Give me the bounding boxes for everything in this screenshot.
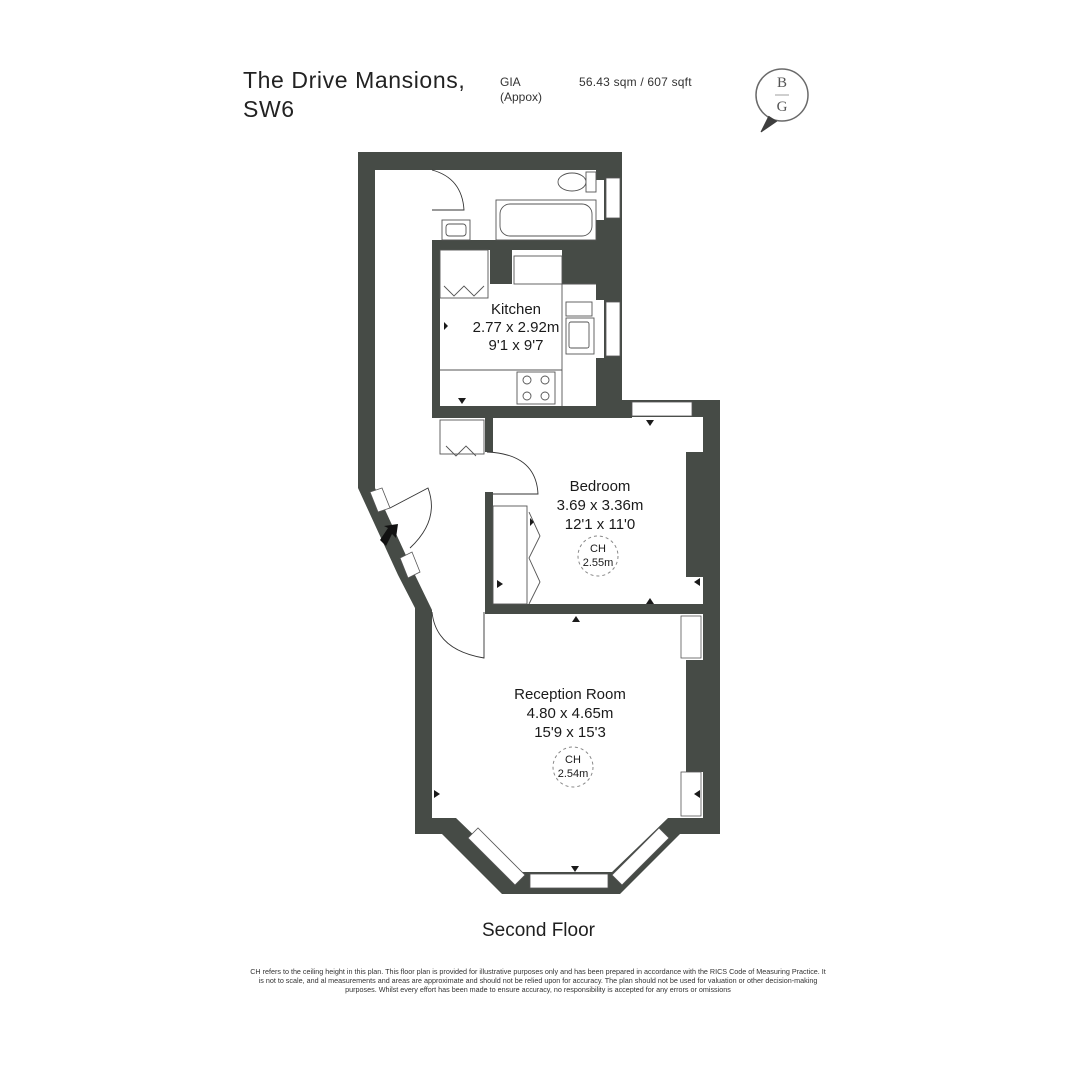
property-title-line2: SW6 [243, 96, 295, 122]
property-title: The Drive Mansions, SW6 [243, 66, 465, 124]
bedroom-bottom-wall [485, 604, 703, 614]
logo-letter-bottom: G [777, 99, 788, 115]
kitchen-cupboard [439, 249, 489, 299]
reception-bay-window-centre [529, 873, 609, 889]
doors [389, 169, 539, 659]
gia-label-line1: GIA [500, 75, 521, 89]
toilet-icon [557, 172, 587, 192]
hall-reception-wall [432, 604, 485, 614]
kitchen-metric: 2.77 x 2.92m [473, 319, 560, 336]
hall-cupboard [439, 419, 485, 455]
reception-window-bottom [680, 771, 702, 817]
bedroom-wardrobe [492, 505, 528, 605]
bedroom-metric: 3.69 x 3.36m [557, 497, 644, 514]
bathroom-fixtures [441, 171, 597, 241]
entrance-window-lower [399, 551, 421, 579]
kitchen-right-wall-lower [596, 358, 622, 406]
storage-fixtures [439, 419, 541, 605]
kitchen-imperial: 9'1 x 9'7 [489, 337, 544, 354]
hob-icon [516, 371, 556, 405]
floor-label: Second Floor [481, 920, 595, 941]
reception-window-top [680, 615, 702, 659]
reception-chimney [686, 660, 703, 772]
property-title-line1: The Drive Mansions, [243, 67, 466, 93]
kitchen-name: Kitchen [491, 301, 541, 318]
bedroom-window [631, 401, 693, 417]
reception-ch-value: 2.54m [558, 768, 589, 780]
kitchen-bottom-wall [432, 406, 632, 418]
bedroom-name: Bedroom [570, 478, 631, 495]
reception-bay-window-left [467, 827, 526, 886]
bedroom-left-wall-lower [485, 492, 493, 610]
bathroom-right-block [596, 170, 622, 180]
kitchen-window [605, 301, 621, 357]
reception-name: Reception Room [514, 686, 626, 703]
bedroom-chimney [686, 452, 703, 577]
kitchen-left-wall [432, 248, 440, 406]
reception-ch-label: CH [565, 754, 581, 766]
gia-label: GIA (Appox) [500, 75, 542, 105]
speech-bubble-logo-icon: B G [755, 68, 809, 133]
reception-ch-circle [552, 746, 594, 788]
reception-imperial: 15'9 x 15'3 [534, 724, 606, 741]
reception-bay-window-right [611, 827, 670, 886]
bedroom-ch-circle [577, 535, 619, 577]
kitchen-fixtures [439, 249, 596, 406]
bathroom-kitchen-wall [432, 240, 604, 250]
disclaimer-text: CH refers to the ceiling height in this … [250, 967, 826, 994]
reception-metric: 4.80 x 4.65m [527, 705, 614, 722]
gia-label-line2: (Appox) [500, 90, 543, 104]
bedroom-left-wall [485, 418, 493, 452]
bedroom-ch-value: 2.55m [583, 557, 614, 569]
kitchen-right-wall [596, 220, 622, 300]
measurement-ticks [434, 322, 700, 872]
entrance-arrow-icon [380, 524, 398, 546]
bedroom-imperial: 12'1 x 11'0 [565, 516, 636, 533]
area-value: 56.43 sqm / 607 sqft [579, 75, 692, 89]
fridge-icon [513, 255, 563, 285]
logo-letter-top: B [777, 75, 787, 91]
interior-space [375, 170, 703, 872]
bathroom-window [605, 177, 621, 219]
bedroom-ch-label: CH [590, 543, 606, 555]
chimney-breast-kitchen [490, 248, 512, 284]
